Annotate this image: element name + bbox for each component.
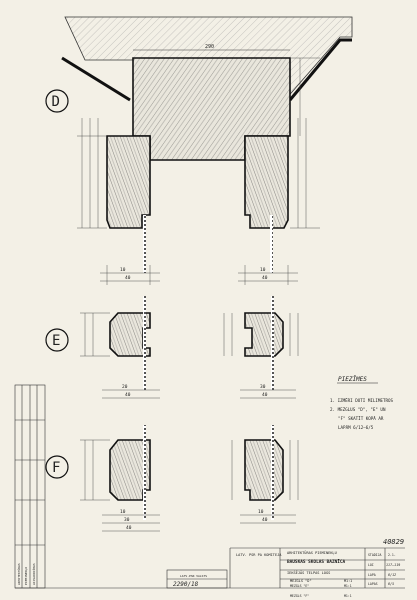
rev-note-2: PIEMINEKĻU — [24, 567, 28, 585]
tb-value-3: 6/12 — [388, 573, 396, 577]
tb-value-1: 2.1- — [388, 553, 396, 557]
label-d: D — [52, 94, 60, 110]
notes-block: PIEZĪMES 1. IZMĒRI DOTI MILIMETROS 2. ME… — [330, 376, 394, 430]
tb-label-3: LAPA — [368, 573, 376, 577]
tb-label-4: LAPAS — [368, 582, 378, 586]
sheet-number: 40829 — [383, 538, 404, 546]
tb-org: LATV. PSR PA KOMITEJA — [236, 553, 282, 557]
label-e: E — [52, 333, 60, 349]
dim-d-br-1: 10 — [260, 267, 266, 273]
title-block — [14, 384, 405, 589]
tb-scale-2: M1:1 — [344, 584, 352, 588]
dim-f-br-2: 40 — [262, 517, 268, 523]
dim-e-br-1: 30 — [260, 384, 266, 390]
note-line-4: LAPĀM 6/12–6/5 — [338, 425, 374, 430]
dim-d-bl-1: 10 — [120, 267, 126, 273]
tb-sheet-title: IEKŠĒJĀS TELPAS LOGS — [287, 570, 330, 575]
tb-label-2: LOI — [368, 563, 374, 567]
dim-f-bl-2: 30 — [124, 517, 130, 523]
tb-stamp: 2290/18 — [173, 581, 199, 588]
revision-block-text: ARHITEKTŪRAS PIEMINEKĻU AIZSARDZĪBAS — [16, 563, 36, 585]
note-line-3: "F" SKATĪT KOPĀ AR — [338, 416, 384, 421]
dim-d-bl-2: 40 — [125, 275, 131, 281]
rev-note-1: ARHITEKTŪRAS — [16, 563, 21, 585]
note-line-1: 1. IZMĒRI DOTI MILIMETROS — [330, 398, 394, 403]
note-line-2: 2. MEZGLUS "D", "E" UN — [330, 407, 386, 412]
dim-e-br-2: 40 — [262, 392, 268, 398]
detail-d: 290 10 40 10 40 D — [45, 16, 353, 285]
tb-scale-3: M1:1 — [344, 594, 352, 598]
detail-f: 10 30 40 10 40 F — [45, 425, 299, 532]
tb-detail-2: MEZGLS "E" — [290, 584, 309, 588]
notes-heading: PIEZĪMES — [338, 376, 367, 383]
tb-project: BAUSKAS SKOLAS BAZNĪCA — [287, 558, 346, 565]
dim-d-br-2: 40 — [262, 275, 268, 281]
dim-f-br-1: 10 — [258, 509, 264, 515]
tb-detail-1: MEZGLS "D" — [290, 579, 312, 583]
tb-value-2: 117–119 — [386, 563, 400, 567]
detail-e: 20 40 30 40 E — [45, 296, 299, 399]
tb-detail-3: MEZGLS "F" — [290, 594, 309, 598]
rev-note-3: AIZSARDZĪBAS — [31, 563, 36, 585]
tb-institute: ARHITEKTŪRAS PIEMINEKĻU — [287, 550, 337, 555]
label-f: F — [52, 460, 60, 476]
tb-label-1: STADIJA — [368, 553, 382, 557]
tb-left-note-1: LATV.PSR VALSTS — [180, 574, 207, 578]
dim-f-bl-1: 10 — [120, 509, 126, 515]
tb-value-4: 6/5 — [388, 582, 394, 586]
dim-d-top: 290 — [205, 44, 214, 50]
dim-e-bl-1: 20 — [122, 384, 128, 390]
dim-f-bl-3: 40 — [126, 525, 132, 531]
tb-scale-1: M1:1 — [344, 579, 352, 583]
dim-e-bl-2: 40 — [125, 392, 131, 398]
